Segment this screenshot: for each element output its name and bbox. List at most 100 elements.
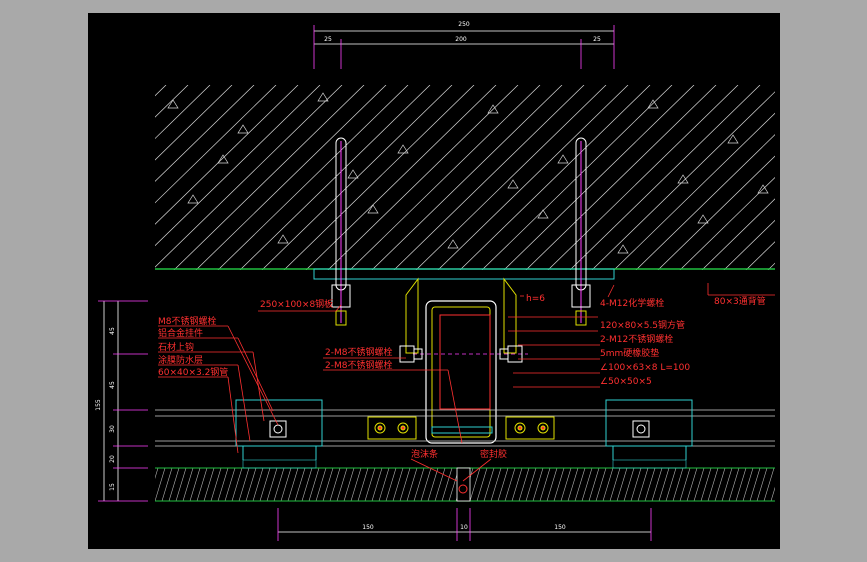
hatch-line xyxy=(155,85,167,97)
pendant-box-right xyxy=(605,399,693,460)
hatch-line xyxy=(503,85,695,270)
label-steel-plate: 250×100×8钢板 xyxy=(260,298,333,310)
dim-top-right: 25 xyxy=(593,36,601,43)
aggregate-mark xyxy=(317,92,329,102)
aggregate-mark xyxy=(727,134,739,144)
sealant-joint xyxy=(456,467,471,502)
stone-hatch-line xyxy=(778,468,780,501)
stone-hatch-line xyxy=(735,468,747,501)
drawing-viewport: 250 25 200 25 45 45 30 20 15 155 150 10 … xyxy=(88,13,780,549)
dim-left-total: 155 xyxy=(95,399,102,411)
stone-hatch-line xyxy=(266,468,278,501)
stone-hatch-line xyxy=(532,468,544,501)
stone-hatch-line xyxy=(595,468,607,501)
stone-hatch-line xyxy=(609,468,621,501)
aggregate-mark xyxy=(397,144,409,154)
cad-drawing: 250 25 200 25 45 45 30 20 15 155 150 10 … xyxy=(88,21,780,541)
aggregate-mark xyxy=(237,124,249,134)
stone-hatch-line xyxy=(756,468,768,501)
stone-hatch-line xyxy=(469,468,481,501)
stone-hatch-line xyxy=(315,468,327,501)
stone-hatch-line xyxy=(203,468,215,501)
dim-bottom-right: 150 xyxy=(554,524,566,531)
hatch-line xyxy=(155,85,211,140)
stone-hatch-line xyxy=(588,468,600,501)
dim-left-seg-3: 30 xyxy=(109,425,116,433)
hatch-line xyxy=(723,219,775,270)
hatch-line xyxy=(155,85,343,268)
aggregate-mark xyxy=(757,184,769,194)
dim-left-seg-5: 15 xyxy=(109,483,116,491)
bottom-dimension xyxy=(277,508,652,541)
hatch-line xyxy=(525,85,717,270)
label-bolt-m12: 2-M12不锈钢螺栓 xyxy=(600,333,673,345)
aggregate-mark xyxy=(537,209,549,219)
stone-hatch-line xyxy=(763,468,775,501)
stone-hatch-line xyxy=(749,468,761,501)
hatch-line xyxy=(657,155,775,270)
label-tube: 120×80×5.5钢方管 xyxy=(600,319,685,331)
hatch-line xyxy=(591,91,775,270)
angle-bracket-right xyxy=(503,277,517,354)
label-gasket: 5mm硬橡胶垫 xyxy=(600,347,659,359)
stone-hatch-line xyxy=(413,468,425,501)
stone-hatch-line xyxy=(434,468,446,501)
stone-hatch-line xyxy=(385,468,397,501)
stone-hatch-line xyxy=(525,468,537,501)
stone-hatch-line xyxy=(259,468,271,501)
hatch-line xyxy=(371,85,563,270)
stone-hatch-line xyxy=(301,468,313,501)
stone-hatch-line xyxy=(336,468,348,501)
label-bolt-m8-b: 2-M8不锈钢螺栓 xyxy=(325,359,392,371)
hatch-line xyxy=(195,85,387,270)
dim-left-seg-2: 45 xyxy=(109,381,116,389)
stone-hatch-line xyxy=(714,468,726,501)
stone-hatch-line xyxy=(770,486,775,501)
stone-hatch-line xyxy=(707,468,719,501)
stone-hatch-line xyxy=(168,468,180,501)
stone-hatch-line xyxy=(182,468,194,501)
label-angle-50: ∠50×50×5 xyxy=(600,377,652,387)
aggregate-mark xyxy=(617,244,629,254)
aggregate-mark xyxy=(217,154,229,164)
label-foam: 泡沫条 xyxy=(411,448,438,460)
stone-hatch-line xyxy=(651,468,663,501)
hatch-line xyxy=(459,85,651,270)
hatch-line xyxy=(415,85,607,270)
stone-hatch-line xyxy=(308,468,320,501)
label-galv-tube: 60×40×3.2钢管 xyxy=(158,366,228,378)
stone-hatch-line xyxy=(343,468,355,501)
stone-hatch-line xyxy=(665,468,677,501)
aggregate-mark xyxy=(277,234,289,244)
stone-hatch-line xyxy=(287,468,299,501)
label-bolt-m8-a: 2-M8不锈钢螺栓 xyxy=(325,346,392,358)
hatch-line xyxy=(613,112,775,270)
stone-hatch-line xyxy=(427,468,439,501)
hatch-line xyxy=(437,85,629,270)
stone-hatch-line xyxy=(539,468,551,501)
stone-hatch-line xyxy=(511,468,523,501)
aggregate-mark xyxy=(347,169,359,179)
stone-hatch-line xyxy=(238,468,250,501)
stone-hatch-line xyxy=(679,468,691,501)
hatch-line xyxy=(88,85,122,270)
hatch-line xyxy=(679,177,775,270)
stone-hatch-line xyxy=(406,468,418,501)
stone-hatch-line xyxy=(567,468,579,501)
stone-hatch-line xyxy=(273,468,285,501)
stone-hatch-line xyxy=(210,468,222,501)
stone-hatch-line xyxy=(189,468,201,501)
aggregate-mark xyxy=(557,154,569,164)
hatch-line xyxy=(283,85,475,270)
dim-top-mid: 200 xyxy=(455,36,467,43)
stone-hatch-line xyxy=(658,468,670,501)
hatch-line xyxy=(327,85,519,270)
stone-hatch-line xyxy=(252,468,264,501)
stone-hatch-line xyxy=(231,468,243,501)
hatch-line xyxy=(155,85,299,225)
hatch-line xyxy=(173,85,365,270)
stone-hatch-line xyxy=(294,468,306,501)
left-dimension xyxy=(98,300,148,502)
aggregate-mark xyxy=(697,214,709,224)
tube-bolt-left xyxy=(399,345,423,363)
